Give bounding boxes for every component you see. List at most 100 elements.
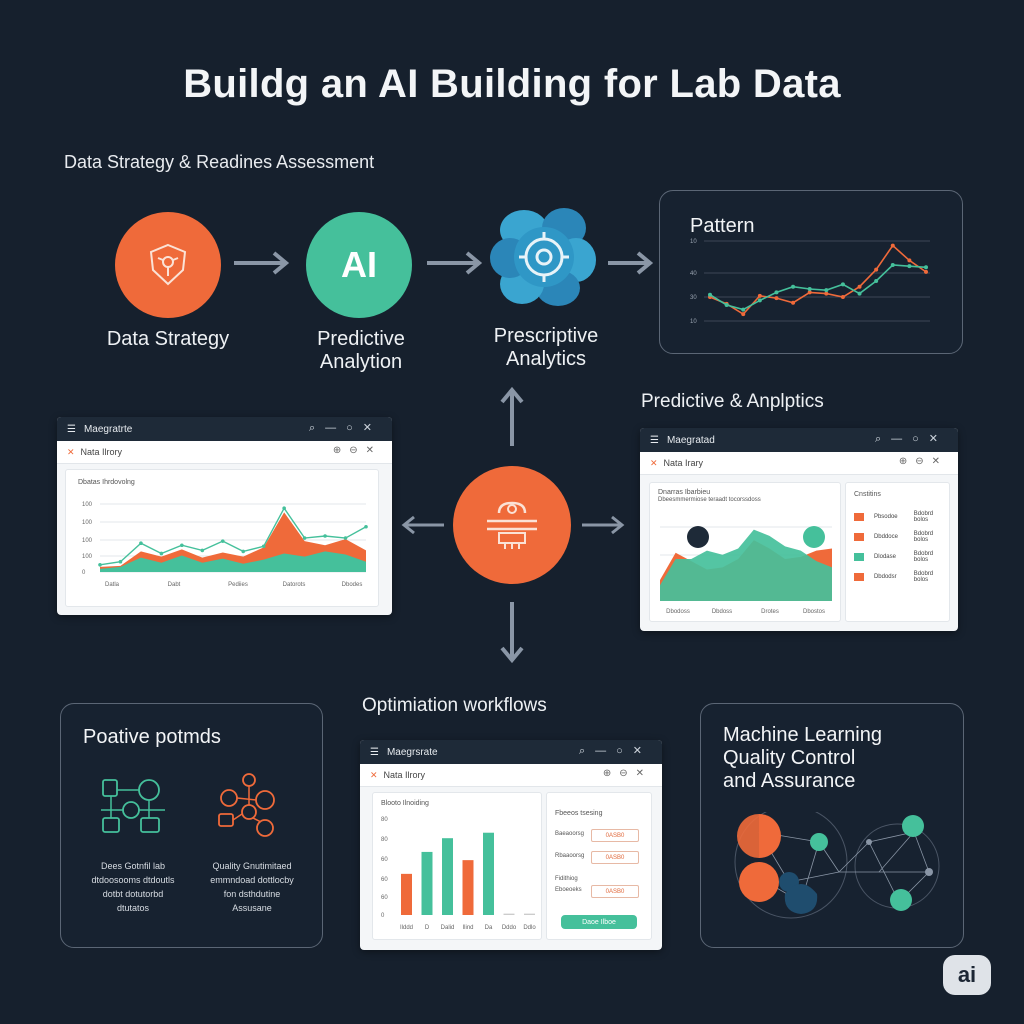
x-tick: Dddo (502, 925, 517, 931)
data-point (200, 548, 205, 553)
data-point (890, 243, 895, 248)
stage-label: Predictive (317, 328, 405, 350)
form-card: Fbeeos tsesing Baeaoorsg 0ASB0 Rbaaoorsg… (546, 792, 652, 940)
section-subtitle: Data Strategy & Readines Assessment (64, 152, 375, 172)
y-tick: 60 (381, 857, 388, 863)
x-tick: Dalid (441, 925, 455, 931)
circuit-brain-icon (487, 501, 537, 549)
y-tick: 100 (82, 502, 93, 508)
value-field[interactable]: 0ASB0 (591, 851, 639, 864)
series-line (709, 244, 927, 316)
menu-icon[interactable]: ☰ (650, 434, 659, 446)
pattern-title: Pattern (690, 215, 755, 237)
data-point (907, 258, 912, 263)
window-controls[interactable]: ⌕—○✕ (874, 433, 948, 445)
data-point (302, 536, 307, 540)
data-point (741, 312, 746, 317)
legend-title: Cnstitins (854, 491, 881, 498)
logo-icon: ✕ (650, 457, 658, 468)
stage-label-line2: Analytics (505, 348, 587, 370)
legend-label: Dlodase (873, 554, 896, 560)
logo-icon: ✕ (370, 769, 378, 780)
y-tick: 100 (82, 554, 93, 560)
caption-line: Assusane (232, 903, 272, 913)
data-point (807, 287, 812, 291)
hub-circle (453, 466, 571, 584)
y-tick: 10 (690, 319, 697, 325)
data-point (807, 290, 812, 295)
marker-dark-icon (687, 526, 709, 548)
panel-title-line3: and Assurance (723, 770, 856, 792)
pattern-panel: Pattern 10 40 30 10 (659, 190, 963, 354)
data-point (261, 544, 266, 549)
panel-title: Machine Learning (723, 724, 882, 746)
x-tick: Da (485, 925, 493, 931)
window-controls[interactable]: ⌕—○✕ (308, 422, 382, 434)
data-point (791, 284, 796, 289)
form-section-label: Fidithiog (555, 876, 578, 882)
x-tick: Dbdoss (712, 609, 732, 615)
arrow-right-icon (232, 250, 292, 281)
positive-trends-panel: Poative potmds Dees Gotnfil lab dtdoosoo… (60, 703, 323, 948)
pattern-chart: 10 40 30 10 (690, 239, 930, 325)
menu-icon[interactable]: ☰ (67, 423, 76, 435)
y-tick: 100 (82, 520, 93, 526)
neural-network-icon (734, 812, 940, 919)
field-label: Baeaoorsg (555, 831, 585, 837)
bar (503, 913, 515, 915)
x-tick: Dbodoss (666, 609, 690, 615)
data-point (924, 269, 928, 274)
bar (524, 913, 535, 915)
data-point (757, 293, 762, 298)
arrow-right-icon (425, 250, 485, 281)
x-tick: Ddlo (523, 925, 536, 931)
value-field[interactable]: 0ASB0 (591, 829, 639, 842)
optimization-heading: Optimiation workflows (362, 695, 547, 716)
arrow-right-icon (606, 250, 656, 281)
x-tick: Ilddd (400, 925, 413, 931)
x-tick: Ilind (462, 925, 473, 931)
data-point (857, 284, 862, 289)
area-series (100, 551, 366, 572)
marker-teal-icon (803, 526, 825, 548)
x-tick: Datla (105, 582, 120, 588)
predictive-circle: AI (306, 212, 412, 318)
y-tick: 0 (82, 570, 86, 576)
stage-label-line2: Analytion (319, 351, 403, 373)
data-point (824, 288, 829, 293)
toolbar-controls[interactable]: ⊕⊖✕ (898, 456, 948, 467)
y-tick: 80 (381, 837, 388, 843)
window-controls[interactable]: ⌕—○✕ (578, 745, 652, 757)
value-field[interactable]: 0ASB0 (591, 885, 639, 898)
bar (401, 873, 412, 915)
menu-icon[interactable]: ☰ (370, 746, 379, 758)
chart-title: Blooto Ilnoiding (381, 800, 429, 807)
network-shield-icon (149, 243, 187, 286)
arrow-left-icon (400, 514, 446, 541)
submit-button[interactable]: Daoe Ilboe (561, 915, 637, 929)
y-tick: 40 (690, 271, 697, 277)
caption-line: dtdoosooms dtdoutls (91, 875, 175, 885)
bottom-dashboard-window: ☰ Maegrsrate ⌕—○✕ ✕ Nata Ilrory ⊕⊖✕ Bloo… (360, 740, 662, 950)
ai-badge: ai (943, 955, 991, 995)
data-point (364, 524, 368, 529)
toolbar-controls[interactable]: ⊕⊖✕ (602, 768, 652, 779)
caption-line: dotbt dotutorbd (102, 889, 164, 899)
legend-label: Pbsodoe (873, 514, 898, 520)
y-tick: 60 (381, 877, 388, 883)
data-point (840, 295, 845, 299)
data-point (907, 264, 912, 269)
predictive-heading: Predictive & Anplptics (641, 391, 824, 412)
y-tick: 10 (690, 239, 697, 245)
data-point (724, 303, 729, 307)
toolbar-controls[interactable]: ⊕⊖✕ (332, 445, 382, 456)
form-title: Fbeeos tsesing (555, 810, 603, 817)
gear-cluster-icon (488, 200, 600, 317)
